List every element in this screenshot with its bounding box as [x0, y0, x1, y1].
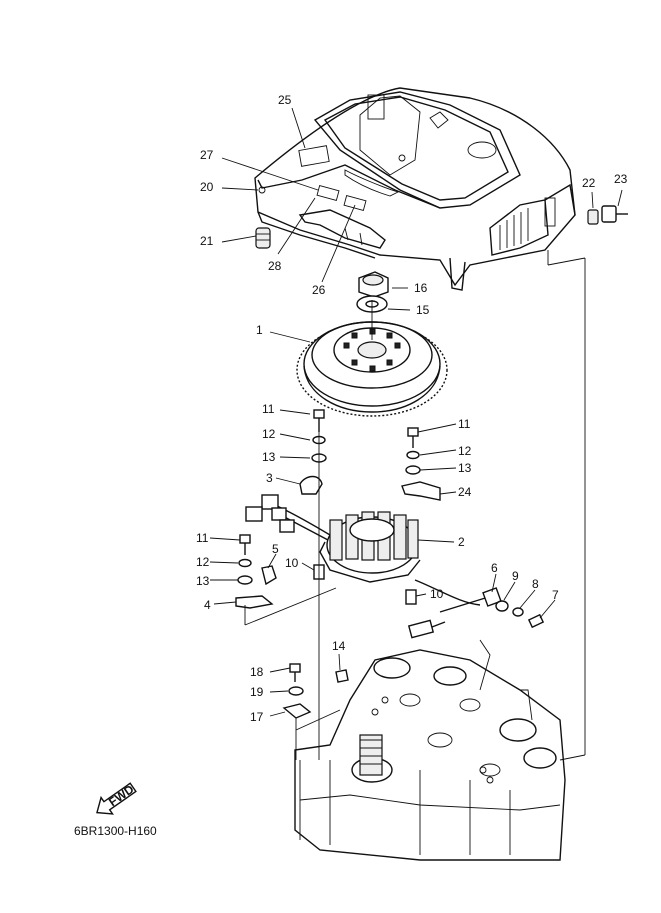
label-11c: 11 — [196, 531, 209, 545]
leader-lines — [209, 107, 623, 761]
label-21: 21 — [200, 234, 214, 248]
label-19: 19 — [250, 685, 264, 699]
bolt-11b — [407, 427, 419, 448]
label-5: 5 — [272, 542, 279, 556]
clamp-3 — [299, 475, 323, 495]
label-4: 4 — [204, 598, 211, 612]
bolt-11c — [239, 534, 251, 555]
flywheel-nut-16 — [358, 271, 389, 298]
diagram-code: 6BR1300-H160 — [74, 824, 157, 838]
label-8: 8 — [532, 577, 539, 591]
label-20: 20 — [200, 180, 214, 194]
label-18: 18 — [250, 665, 264, 679]
label-10a: 10 — [285, 556, 299, 570]
label-11a: 11 — [262, 402, 275, 416]
clip-5 — [261, 565, 277, 586]
label-3: 3 — [266, 471, 273, 485]
label-13c: 13 — [196, 574, 210, 588]
washers-and-screw-7-8-9 — [495, 600, 545, 629]
grommet-21 — [255, 227, 271, 249]
label-16: 16 — [414, 281, 428, 295]
label-28: 28 — [268, 259, 282, 273]
label-15: 15 — [416, 303, 430, 317]
label-26: 26 — [312, 283, 326, 297]
bolt-assembly-22-23 — [587, 205, 628, 225]
label-12b: 12 — [458, 444, 472, 458]
label-14: 14 — [332, 639, 346, 653]
bracket-17 — [282, 703, 312, 719]
label-6: 6 — [491, 561, 498, 575]
label-13b: 13 — [458, 461, 472, 475]
part-labels: 25 27 20 21 28 26 22 23 16 15 1 11 12 13… — [196, 93, 628, 724]
label-25: 25 — [278, 93, 292, 107]
engine-block — [294, 639, 566, 861]
label-27: 27 — [200, 148, 214, 162]
clamp-24 — [401, 481, 441, 501]
label-10b: 10 — [430, 587, 444, 601]
label-7: 7 — [552, 588, 559, 602]
bolt-18 — [289, 663, 301, 682]
washer-19 — [288, 686, 304, 696]
fwd-arrow-icon: FWD — [96, 782, 137, 815]
label-9: 9 — [512, 569, 519, 583]
cap-14 — [335, 669, 349, 683]
label-22: 22 — [582, 176, 596, 190]
stator-2 — [319, 511, 421, 583]
label-12c: 12 — [196, 555, 210, 569]
label-12a: 12 — [262, 427, 276, 441]
clamp-4 — [235, 595, 274, 609]
flywheel-cover — [254, 87, 576, 291]
label-11b: 11 — [458, 417, 471, 431]
label-13a: 13 — [262, 450, 276, 464]
spacer-10b — [405, 589, 417, 605]
pulser-lead-6 — [407, 579, 502, 639]
label-17: 17 — [250, 710, 264, 724]
label-1: 1 — [256, 323, 263, 337]
wiring-harness — [245, 494, 331, 541]
label-2: 2 — [458, 535, 465, 549]
label-24: 24 — [458, 485, 472, 499]
label-23: 23 — [614, 172, 628, 186]
